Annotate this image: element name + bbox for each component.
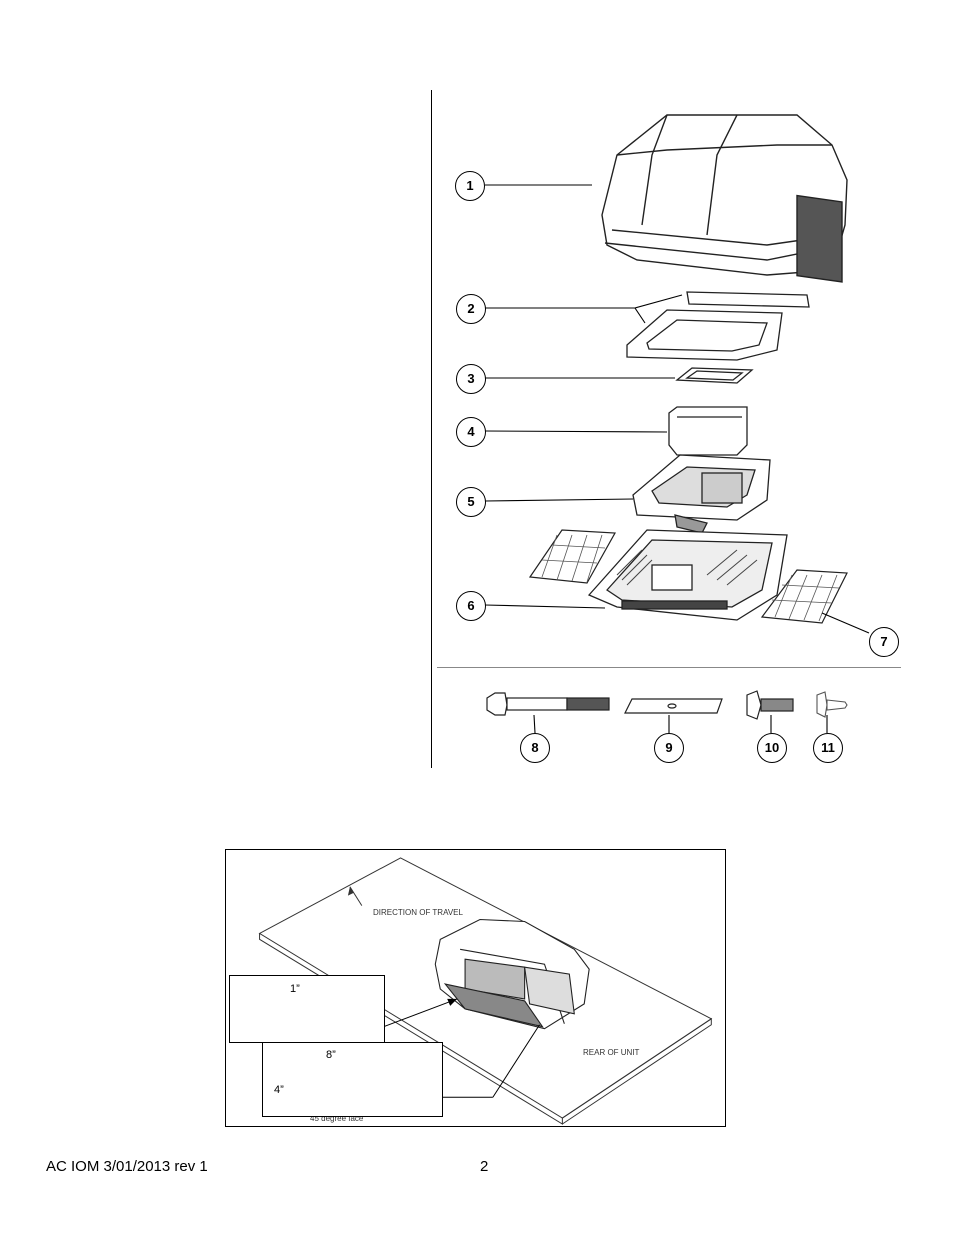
- part-ceiling-assembly: [587, 529, 788, 621]
- clipped-annotation: 45 degree face: [310, 1114, 364, 1123]
- box1-dimension: 1”: [290, 983, 300, 995]
- callout-1: 1: [455, 171, 485, 201]
- part-filter-right: [760, 569, 848, 624]
- callout-box-1: 1”: [229, 975, 385, 1043]
- part-screw-small: [816, 691, 848, 718]
- callout-11: 11: [813, 733, 843, 763]
- part-gasket: [626, 291, 810, 361]
- page-number: 2: [480, 1158, 489, 1175]
- part-shroud: [601, 114, 848, 283]
- part-seal: [675, 367, 754, 384]
- callout-9: 9: [654, 733, 684, 763]
- part-screw-large: [746, 690, 794, 720]
- part-ceiling-frame: [632, 454, 771, 534]
- part-filter-left: [528, 529, 616, 584]
- callout-box-2: 8” 4”: [262, 1042, 443, 1117]
- column-divider: [431, 90, 432, 768]
- rear-label: REAR OF UNIT: [583, 1048, 640, 1057]
- installation-figure: DIRECTION OF TRAVEL REAR OF UNIT 45 degr…: [225, 849, 726, 1127]
- callout-5: 5: [456, 487, 486, 517]
- part-spacer: [624, 698, 723, 714]
- callout-7: 7: [869, 627, 899, 657]
- leader-lines: [484, 184, 870, 734]
- callout-3: 3: [456, 364, 486, 394]
- roof-illustration: [258, 857, 713, 1125]
- part-bolt: [486, 692, 610, 716]
- ac-unit-on-roof: [434, 918, 590, 1030]
- callout-8: 8: [520, 733, 550, 763]
- part-duct: [668, 406, 748, 456]
- box2-dimension-b: 4”: [274, 1084, 284, 1096]
- box2-dimension-a: 8”: [326, 1049, 336, 1061]
- document-id: AC IOM 3/01/2013 rev 1: [46, 1158, 208, 1175]
- callout-4: 4: [456, 417, 486, 447]
- callout-6: 6: [456, 591, 486, 621]
- direction-label: DIRECTION OF TRAVEL: [373, 908, 463, 917]
- exploded-parts-diagram: [484, 114, 870, 734]
- callout-2: 2: [456, 294, 486, 324]
- callout-10: 10: [757, 733, 787, 763]
- hardware-divider: [437, 667, 901, 668]
